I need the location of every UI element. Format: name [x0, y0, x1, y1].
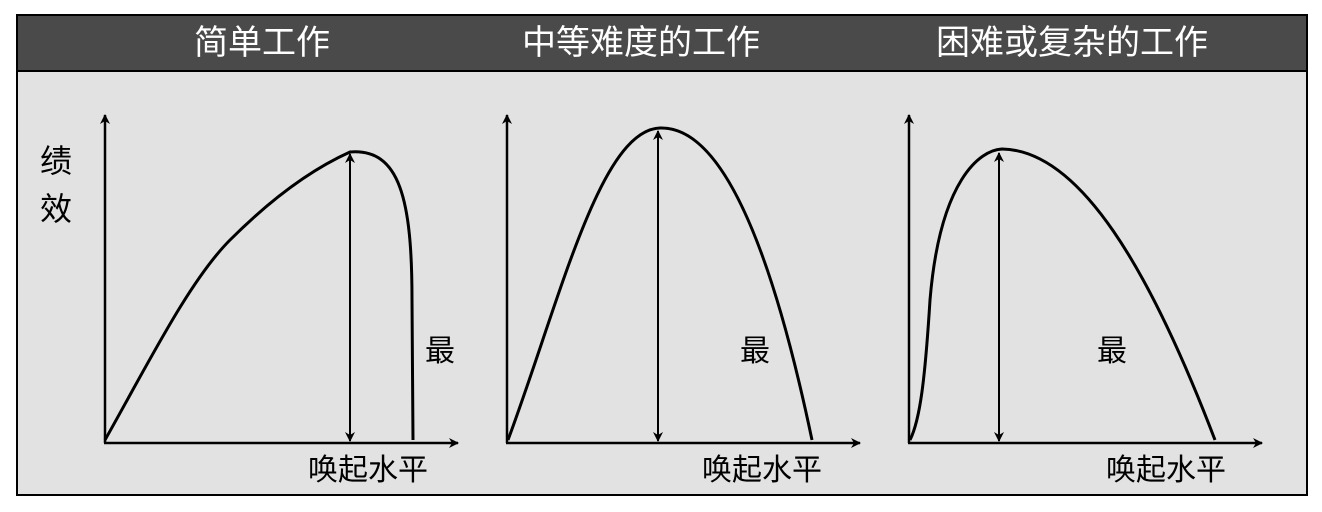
figure-frame: 简单工作 中等难度的工作 困难或复杂的工作	[16, 14, 1308, 496]
performance-curve-simple	[103, 150, 415, 441]
x-axis-label-simple: 唤起水平	[308, 453, 428, 488]
peak-label-moderate: 最	[740, 334, 770, 369]
peak-label-difficult: 最	[1097, 334, 1127, 369]
panel-title-moderate: 中等难度的工作	[522, 23, 760, 63]
title-bar: 简单工作 中等难度的工作 困难或复杂的工作	[18, 16, 1306, 72]
panel-moderate: 最 唤起水平	[502, 114, 861, 488]
y-axis-label-char-1: 绩	[40, 142, 72, 180]
performance-curve-difficult	[908, 147, 1217, 441]
panel-title-simple: 简单工作	[194, 23, 330, 63]
peak-label-simple: 最	[425, 334, 455, 369]
panel-title-difficult: 困难或复杂的工作	[936, 23, 1208, 63]
panel-simple: 最 唤起水平	[100, 114, 459, 488]
panel-difficult: 最 唤起水平	[904, 114, 1263, 488]
performance-curve-moderate	[506, 126, 814, 441]
x-axis-label-difficult: 唤起水平	[1106, 453, 1226, 488]
x-axis-label-moderate: 唤起水平	[702, 453, 822, 488]
y-axis-label-char-2: 效	[40, 190, 72, 228]
